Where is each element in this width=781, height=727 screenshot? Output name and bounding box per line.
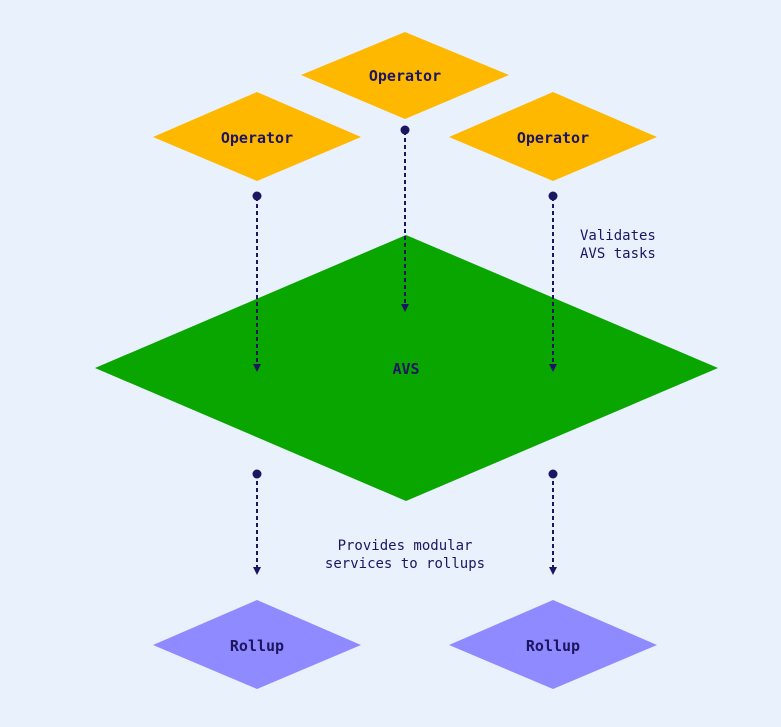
validates-annotation: Validates AVS tasks (580, 228, 656, 262)
operator-label: Operator (221, 129, 293, 147)
operator-diamond (153, 92, 361, 181)
avs-label: AVS (392, 360, 419, 378)
operator-label: Operator (369, 67, 441, 85)
annotation-line: Validates (580, 228, 656, 244)
operator-right-node: Operator (449, 92, 657, 181)
rollup-label: Rollup (526, 637, 580, 655)
connector-dot (400, 125, 410, 135)
rollup-left-node: Rollup (153, 600, 361, 689)
avs-diamond (95, 235, 718, 501)
provides-annotation: Provides modular services to rollups (325, 538, 485, 572)
connector-dot (548, 469, 558, 479)
connector-dot (252, 191, 262, 201)
connector-dot (548, 191, 558, 201)
rollup-diamond (153, 600, 361, 689)
rollup-right-node: Rollup (449, 600, 657, 689)
annotation-line: services to rollups (325, 556, 485, 572)
connector-dot (252, 469, 262, 479)
operator-left-node: Operator (153, 92, 361, 181)
avs-node: AVS (95, 235, 718, 501)
annotation-line: AVS tasks (580, 246, 656, 262)
operator-diamond (449, 92, 657, 181)
annotation-line: Provides modular (338, 538, 473, 554)
operator-label: Operator (517, 129, 589, 147)
rollup-diamond (449, 600, 657, 689)
operator-diamond (301, 32, 509, 119)
operator-top-node: Operator (301, 32, 509, 119)
rollup-label: Rollup (230, 637, 284, 655)
